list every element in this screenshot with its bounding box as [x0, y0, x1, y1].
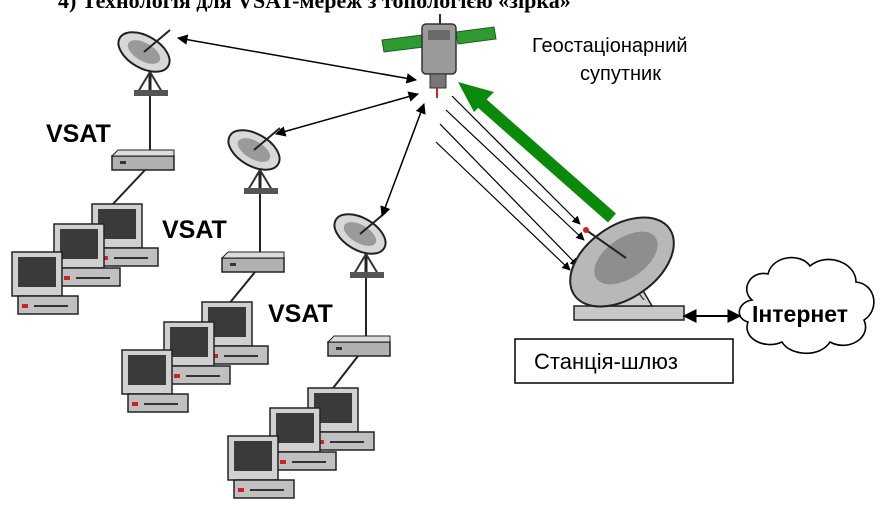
satellite-label-line2: супутник: [580, 63, 661, 85]
gateway-dish-icon: [569, 216, 685, 321]
vsat-dish-icon: [220, 120, 288, 196]
vsat-dish-icon: [326, 204, 394, 280]
vsat-label: VSAT: [268, 300, 333, 328]
satellite-icon: [381, 14, 497, 98]
gateway-label: Станція-шлюз: [534, 349, 678, 374]
internet-label: Інтернет: [752, 301, 848, 327]
modem-icon: [221, 251, 285, 273]
modem-icon: [327, 335, 391, 357]
satellite-label-line1: Геостаціонарний: [532, 35, 688, 57]
downlink-rays: [435, 95, 585, 271]
vsat-label: VSAT: [46, 120, 111, 148]
computer-group-icon: [228, 388, 374, 498]
vsat-satellite-links: [176, 34, 426, 217]
computer-group-icon: [12, 204, 158, 314]
computer-group-icon: [122, 302, 268, 412]
uplink-arrow: [458, 82, 616, 223]
page-heading: 4) Технологія для VSAT-мереж з топологіє…: [58, 0, 571, 13]
vsat-dish-icon: [110, 22, 178, 98]
vsat-label: VSAT: [162, 216, 227, 244]
internet-cloud-icon: [738, 256, 875, 354]
modem-icon: [111, 149, 175, 171]
gateway-label-box: [514, 338, 734, 384]
